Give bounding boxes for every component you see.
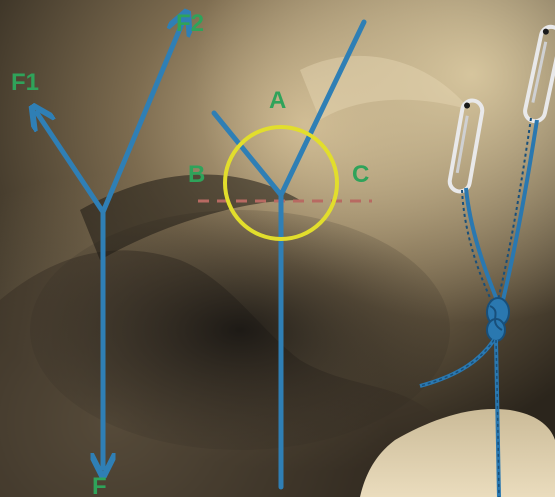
label-f: F (92, 473, 107, 497)
label-f2: F2 (176, 10, 204, 37)
label-b: B (188, 161, 205, 188)
label-a: A (269, 87, 286, 114)
label-f1: F1 (11, 69, 39, 96)
label-c: C (352, 161, 369, 188)
